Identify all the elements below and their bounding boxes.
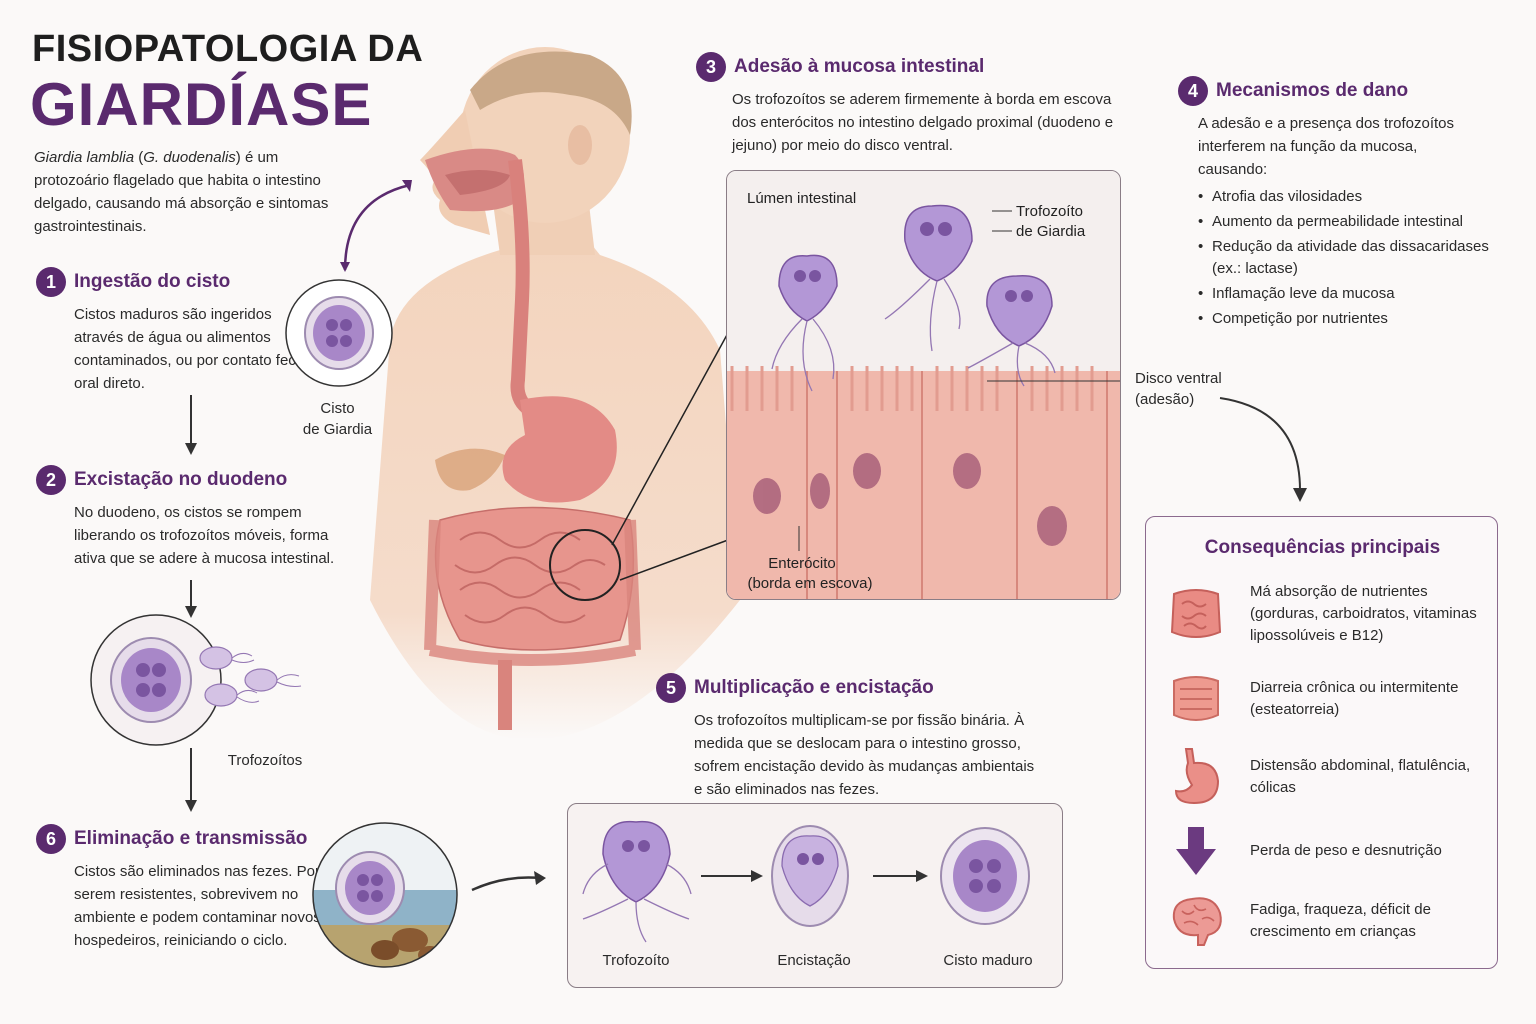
step-title: Multiplicação e encistação — [694, 677, 934, 698]
step-2: 2 Excistação no duodeno No duodeno, os c… — [36, 465, 336, 570]
stages-panel: Trofozoíto Encistação Cisto maduro — [567, 803, 1063, 988]
intro-text: Giardia lamblia (G. duodenalis) é um pro… — [34, 149, 329, 235]
lumen-label: Lúmen intestinal — [747, 190, 856, 207]
step-number: 1 — [36, 267, 66, 297]
step-text: Cistos são eliminados nas fezes. Por ser… — [74, 863, 321, 949]
trophozoite-label-1: Trofozoíto — [1016, 203, 1083, 220]
step-6: 6 Eliminação e transmissão Cistos são el… — [36, 824, 326, 952]
enterocyte-label-1: Enterócito — [768, 555, 836, 572]
trophozoites-caption: Trofozoítos — [227, 752, 303, 769]
step-1: 1 Ingestão do cisto Cistos maduros são i… — [36, 267, 316, 395]
step-title: Excistação no duodeno — [74, 469, 288, 490]
step-title: Eliminação e transmissão — [74, 828, 308, 849]
brain-icon — [1172, 897, 1222, 946]
list-item: Atrofia das vilosidades — [1198, 186, 1508, 208]
mucosa-panel: Lúmen intestinal Trofozoíto de Giardia E… — [726, 170, 1121, 600]
step-4: 4 Mecanismos de dano A adesão e a presen… — [1178, 76, 1518, 181]
stomach-icon — [1174, 748, 1220, 805]
stage-label-encystation: Encistação — [777, 952, 851, 969]
organism-synonym: G. duodenalis — [143, 149, 236, 166]
consequence-item: Diarreia crônica ou intermitente (esteat… — [1164, 667, 1497, 731]
step-number: 2 — [36, 465, 66, 495]
title-line-1: FISIOPATOLOGIA DA — [32, 28, 424, 70]
step-number: 6 — [36, 824, 66, 854]
list-item: Inflamação leve da mucosa — [1198, 283, 1508, 305]
list-item: Aumento da permeabilidade intestinal — [1198, 211, 1508, 233]
consequences-title: Consequências principais — [1204, 537, 1441, 558]
human-body-illustration — [370, 47, 740, 740]
consequence-item: Perda de peso e desnutrição — [1164, 819, 1442, 883]
step-number: 3 — [696, 52, 726, 82]
colon-icon — [1173, 676, 1219, 721]
stages-illustration — [582, 820, 1030, 943]
step-3: 3 Adesão à mucosa intestinal Os trofozoí… — [696, 52, 1116, 157]
list-item: Redução da atividade das dissacaridases … — [1198, 236, 1508, 280]
step-number: 4 — [1178, 76, 1208, 106]
step-title: Mecanismos de dano — [1216, 80, 1409, 101]
step-text: Cistos maduros são ingeridos através de … — [74, 306, 313, 392]
mucosa-illustration: Lúmen intestinal Trofozoíto de Giardia E… — [727, 171, 1120, 599]
environment-illustration — [312, 822, 458, 968]
organism-name: Giardia lamblia — [34, 149, 135, 166]
step-text: Os trofozoítos multiplicam-se por fissão… — [694, 712, 1035, 798]
stage-label-mature-cyst: Cisto maduro — [943, 952, 1033, 969]
list-item: Competição por nutrientes — [1198, 308, 1508, 330]
trophozoite-label-2: de Giardia — [1016, 223, 1086, 240]
damage-list: Atrofia das vilosidades Aumento da perme… — [1198, 186, 1508, 333]
intestine-icon — [1170, 589, 1222, 638]
down-arrow-icon — [1176, 827, 1216, 875]
cyst-illustration — [285, 279, 393, 387]
consequence-item: Fadiga, fraqueza, déficit de crescimento… — [1164, 889, 1497, 953]
step-title: Adesão à mucosa intestinal — [734, 56, 985, 77]
step-text: No duodeno, os cistos se rompem liberand… — [74, 504, 335, 567]
enterocyte-label-2: (borda em escova) — [747, 575, 872, 592]
step-number: 5 — [656, 673, 686, 703]
step-title: Ingestão do cisto — [74, 271, 231, 292]
consequences-panel: Consequências principais Má absorção de … — [1145, 516, 1498, 969]
consequence-item: Má absorção de nutrientes (gorduras, car… — [1164, 581, 1497, 647]
zoom-circle — [549, 529, 621, 601]
step-text: A adesão e a presença dos trofozoítos in… — [1198, 115, 1455, 178]
ventral-disk-label: Disco ventral (adesão) — [1135, 370, 1222, 408]
step-5: 5 Multiplicação e encistação Os trofozoí… — [656, 673, 1056, 801]
stage-label-trophozoite: Trofozoíto — [602, 952, 670, 969]
title-line-2: GIARDÍASE — [30, 71, 373, 138]
excystation-illustration — [90, 614, 302, 746]
cyst-caption: Cisto de Giardia — [302, 400, 373, 438]
step-text: Os trofozoítos se aderem firmemente à bo… — [732, 91, 1114, 154]
consequence-item: Distensão abdominal, flatulência, cólica… — [1164, 745, 1497, 809]
